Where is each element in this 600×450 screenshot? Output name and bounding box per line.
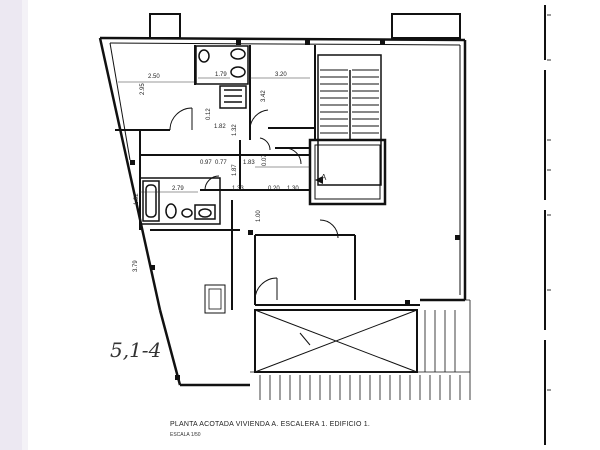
dimension-lines bbox=[118, 77, 310, 193]
terrace-hatching bbox=[250, 299, 471, 400]
dim-label: 3.20 bbox=[275, 72, 287, 78]
outer-walls bbox=[98, 36, 467, 387]
scan-shadow-soft bbox=[22, 0, 28, 450]
door-swing-closet bbox=[259, 137, 271, 151]
dim-label: 1.79 bbox=[215, 72, 227, 78]
stair-treads-right bbox=[352, 69, 379, 134]
scan-shadow bbox=[0, 0, 22, 450]
door-swing-hall bbox=[284, 147, 302, 165]
door-swing-kitchen bbox=[319, 219, 339, 239]
dim-label: 1.30 bbox=[287, 186, 299, 192]
dim-label: 0.12 bbox=[206, 108, 212, 120]
bathroom-lower bbox=[139, 177, 221, 225]
door-swing-bedroom2 bbox=[249, 109, 269, 129]
dim-label: 1.00 bbox=[256, 210, 262, 222]
dim-label: 3.79 bbox=[133, 260, 139, 272]
door-swing-bath-lower bbox=[204, 175, 220, 191]
outer-walls-inner bbox=[109, 42, 461, 295]
fireplace-inner bbox=[208, 288, 222, 310]
dim-label: 1.82 bbox=[214, 124, 226, 130]
dim-label: 1.32 bbox=[232, 124, 238, 136]
dim-label: 3.42 bbox=[261, 90, 267, 102]
dim-label: 2.95 bbox=[140, 83, 146, 95]
living-room bbox=[150, 200, 420, 310]
terrace-mark bbox=[299, 332, 311, 346]
fireplace-box bbox=[204, 284, 226, 314]
staircase bbox=[317, 54, 382, 186]
dim-label: 1.92 bbox=[134, 193, 140, 205]
dim-label: 2.79 bbox=[172, 186, 184, 192]
top-balcony-right bbox=[391, 13, 461, 39]
dim-label: 0.97 bbox=[200, 160, 212, 166]
scan-edge-ticks bbox=[547, 14, 551, 391]
bedroom-upper-left bbox=[115, 45, 196, 131]
stair-marker: A bbox=[321, 173, 327, 182]
top-balcony-left bbox=[149, 13, 181, 39]
stair-treads-left bbox=[320, 69, 348, 134]
terrace-diagonal-2 bbox=[254, 309, 418, 373]
dim-label: 0.77 bbox=[215, 160, 227, 166]
hall-walls bbox=[139, 130, 310, 230]
wall-markers bbox=[130, 40, 460, 380]
dim-label: 2.50 bbox=[148, 74, 160, 80]
dim-label: 0.07 bbox=[262, 154, 268, 166]
door-swing-bedroom1 bbox=[169, 107, 193, 131]
drawing-scale: ESCALA 1/50 bbox=[170, 432, 201, 438]
stair-landing bbox=[308, 138, 387, 206]
bathroom-upper bbox=[195, 45, 249, 109]
dim-label: 1.83 bbox=[243, 160, 255, 166]
dim-label: 0.20 bbox=[268, 186, 280, 192]
bedroom-upper-right bbox=[249, 45, 316, 140]
door-swing-living bbox=[254, 277, 278, 301]
dim-label: 1.33 bbox=[232, 186, 244, 192]
stair-landing-inner bbox=[314, 144, 381, 200]
drawing-title: PLANTA ACOTADA VIVIENDA A. ESCALERA 1. E… bbox=[170, 421, 370, 428]
stair-arrow bbox=[315, 176, 323, 184]
handwritten-note: 5,1-4 bbox=[110, 338, 162, 362]
dim-label: 1.87 bbox=[232, 164, 238, 176]
